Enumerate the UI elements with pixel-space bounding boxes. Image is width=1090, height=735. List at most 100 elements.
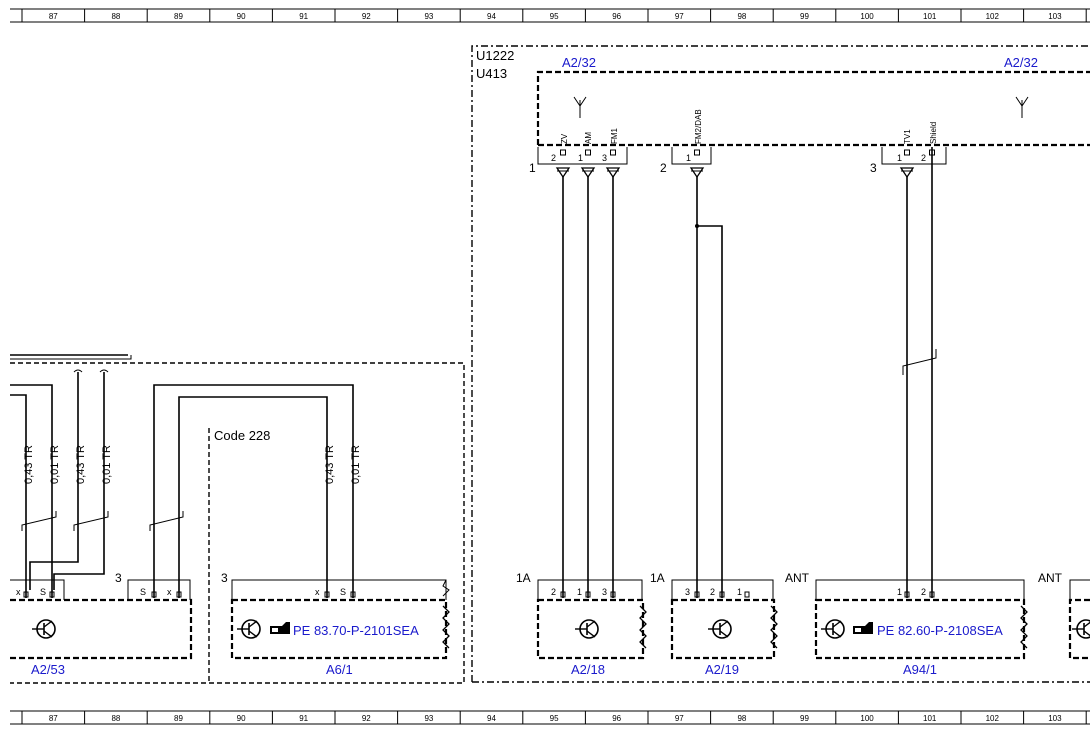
ref-link-a94-1[interactable]: PE 82.60-P-2108SEA — [877, 623, 1003, 638]
svg-text:3: 3 — [221, 571, 228, 585]
module-symbol-icon — [237, 619, 261, 639]
svg-text:ANT: ANT — [785, 571, 810, 585]
grid-column-label: 99 — [800, 12, 809, 21]
grid-column-label: 96 — [612, 714, 621, 723]
svg-text:S: S — [140, 587, 146, 597]
svg-text:1: 1 — [686, 153, 691, 163]
grid-column-label: 90 — [237, 714, 246, 723]
svg-text:1A: 1A — [650, 571, 665, 585]
grid-column-label: 98 — [737, 12, 746, 21]
svg-text:3: 3 — [870, 161, 877, 175]
coax-wires-a94-1 — [902, 147, 937, 598]
svg-text:S: S — [40, 587, 46, 597]
grid-column-label: 103 — [1048, 714, 1062, 723]
coax-wires-a2-18 — [562, 176, 614, 598]
svg-text:x: x — [315, 587, 320, 597]
component-a2-19-box — [670, 598, 776, 660]
module-symbol-icon — [575, 619, 599, 639]
svg-text:1: 1 — [529, 161, 536, 175]
grid-column-label: 87 — [49, 12, 58, 21]
grid-column-label: 98 — [737, 714, 746, 723]
wire-gauge-3: 0,43 TR — [75, 445, 87, 484]
grid-column-label: 100 — [860, 714, 874, 723]
grid-column-label: 94 — [487, 12, 496, 21]
signal-am: AM — [584, 132, 593, 144]
svg-text:3: 3 — [115, 571, 122, 585]
pin-markers — [23, 149, 935, 598]
ref-link-a6-1[interactable]: PE 83.70-P-2101SEA — [293, 623, 419, 638]
antenna-left-label: A2/32 — [562, 55, 596, 70]
grid-column-label: 103 — [1048, 12, 1062, 21]
region-code-u1222: U1222 — [476, 48, 514, 63]
module-symbol-icon — [821, 619, 845, 639]
svg-text:3: 3 — [602, 153, 607, 163]
signal-fm1: FM1 — [610, 127, 619, 144]
grid-column-label: 89 — [174, 714, 183, 723]
component-label-a2-18[interactable]: A2/18 — [571, 662, 605, 677]
antenna-connector-3: 3 1 2 — [870, 147, 947, 175]
region-code-u413: U413 — [476, 66, 507, 81]
svg-text:x: x — [167, 587, 172, 597]
grid-column-label: 91 — [299, 714, 308, 723]
component-right-box — [1068, 598, 1090, 660]
grid-column-label: 95 — [550, 12, 559, 21]
wire-gauge-5: 0,43 TR — [324, 445, 336, 484]
svg-text:2: 2 — [921, 587, 926, 597]
grid-column-label: 100 — [860, 12, 874, 21]
left-wires — [10, 369, 354, 598]
connector-a2-19: 1A 3 2 1 — [650, 571, 774, 600]
reference-hand-icon-2 — [853, 622, 873, 634]
svg-text:ANT: ANT — [1038, 571, 1063, 585]
grid-column-label: 102 — [986, 12, 1000, 21]
antenna-icon-right — [1015, 96, 1029, 118]
wire-gauge-4: 0,01 TR — [101, 445, 113, 484]
svg-text:1: 1 — [897, 153, 902, 163]
grid-column-label: 97 — [675, 12, 684, 21]
svg-text:1: 1 — [578, 153, 583, 163]
svg-text:x: x — [16, 587, 21, 597]
component-a94-1-box — [814, 598, 1026, 660]
coax-wires-a2-19 — [695, 176, 723, 598]
grid-column-label: 88 — [111, 12, 120, 21]
component-a2-18-box — [536, 598, 645, 660]
svg-text:1: 1 — [737, 587, 742, 597]
svg-text:2: 2 — [660, 161, 667, 175]
connector-a2-18: 1A 2 1 3 — [516, 571, 643, 600]
component-label-a94-1[interactable]: A94/1 — [903, 662, 937, 677]
grid-column-label: 92 — [362, 714, 371, 723]
svg-text:1: 1 — [897, 587, 902, 597]
component-label-a2-19[interactable]: A2/19 — [705, 662, 739, 677]
grid-column-label: 93 — [424, 12, 433, 21]
wire-gauge-6: 0,01 TR — [350, 445, 362, 484]
component-label-a2-53[interactable]: A2/53 — [31, 662, 65, 677]
grid-column-label: 93 — [424, 714, 433, 723]
svg-text:2: 2 — [551, 587, 556, 597]
grid-column-label: 102 — [986, 714, 1000, 723]
grid-column-label: 88 — [111, 714, 120, 723]
break-marks — [442, 579, 1028, 649]
grid-column-label: 89 — [174, 12, 183, 21]
component-label-a6-1[interactable]: A6/1 — [326, 662, 353, 677]
grid-column-label: 101 — [923, 714, 937, 723]
signal-tv1: TV1 — [903, 129, 912, 144]
svg-text:2: 2 — [551, 153, 556, 163]
left-module-region — [10, 362, 465, 684]
grid-column-label: 87 — [49, 714, 58, 723]
svg-text:2: 2 — [710, 587, 715, 597]
grid-column-label: 99 — [800, 714, 809, 723]
module-symbol-icon — [32, 619, 56, 639]
wire-gauge-2: 0,01 TR — [49, 445, 61, 484]
grid-column-label: 90 — [237, 12, 246, 21]
connector-a2-53-left: x S — [10, 579, 65, 600]
signal-zv: ZV — [560, 133, 569, 144]
svg-text:3: 3 — [685, 587, 690, 597]
grid-column-label: 92 — [362, 12, 371, 21]
module-region-boundary — [471, 45, 1090, 682]
svg-text:1: 1 — [577, 587, 582, 597]
antenna-connector-1: 1 2 1 3 — [529, 147, 628, 175]
svg-text:3: 3 — [602, 587, 607, 597]
grid-column-label: 95 — [550, 714, 559, 723]
connector-a94-1: ANT 1 2 — [785, 571, 1025, 600]
component-a2-53-box — [10, 598, 193, 660]
